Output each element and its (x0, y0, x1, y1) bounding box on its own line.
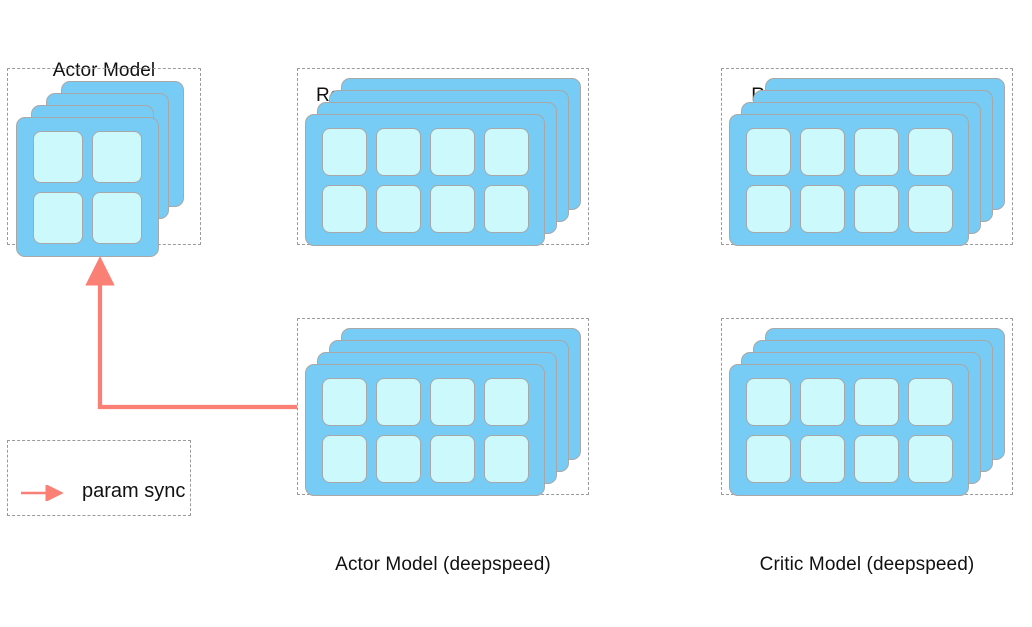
legend-box[interactable]: param sync (7, 440, 191, 516)
card-cell (853, 127, 899, 176)
card-cell (483, 434, 529, 483)
card-layer-1 (16, 117, 159, 257)
card-cell (853, 434, 899, 483)
card-cell (907, 184, 953, 233)
card-cell (429, 127, 475, 176)
card-cell (321, 434, 367, 483)
card-cell (429, 377, 475, 426)
card-cell (907, 377, 953, 426)
legend-arrow-icon (21, 485, 64, 501)
card-cell (375, 184, 421, 233)
card-stack-critic (722, 319, 1012, 496)
card-cell (33, 191, 83, 244)
card-cell (92, 191, 142, 244)
card-cell (745, 184, 791, 233)
card-cell (375, 434, 421, 483)
card-cell (799, 377, 845, 426)
group-title-critic: Critic Model (deepspeed) (721, 502, 1013, 627)
card-cell (853, 377, 899, 426)
group-title-actor-vllm-line1: Actor Model (52, 60, 156, 81)
card-cell (483, 377, 529, 426)
card-layer-1 (729, 364, 969, 496)
card-cell (483, 184, 529, 233)
card-cell (907, 434, 953, 483)
group-box-critic[interactable] (721, 318, 1013, 496)
card-cell (429, 434, 475, 483)
card-stack-actor-deepspeed (298, 319, 588, 496)
card-cell (33, 130, 83, 183)
card-cell (799, 184, 845, 233)
card-cell (799, 127, 845, 176)
param-sync-arrow-path (85, 256, 297, 410)
legend-label: param sync (82, 480, 186, 502)
group-box-actor-vllm[interactable] (7, 68, 201, 257)
card-layer-1 (729, 114, 969, 246)
diagram-canvas: Actor Model (generation, vllm) Reference… (7, 60, 1013, 575)
card-stack-reward (722, 69, 1012, 246)
group-title-actor-deepspeed-line1: Actor Model (deepspeed) (335, 554, 551, 575)
card-cell (799, 434, 845, 483)
group-box-actor-deepspeed[interactable] (297, 318, 589, 496)
card-cell (375, 127, 421, 176)
group-title-critic-line1: Critic Model (deepspeed) (759, 554, 975, 575)
card-cell (853, 184, 899, 233)
group-box-reference[interactable] (297, 68, 589, 246)
card-cell (745, 127, 791, 176)
group-title-actor-deepspeed: Actor Model (deepspeed) (297, 502, 589, 627)
card-cell (375, 377, 421, 426)
card-stack-reference (298, 69, 588, 246)
card-cell (745, 377, 791, 426)
card-cell (92, 130, 142, 183)
card-cell (483, 127, 529, 176)
card-stack-actor-vllm (8, 69, 200, 257)
card-cell (321, 127, 367, 176)
card-cell (429, 184, 475, 233)
card-layer-1 (305, 364, 545, 496)
group-box-reward[interactable] (721, 68, 1013, 246)
card-cell (745, 434, 791, 483)
card-cell (321, 184, 367, 233)
card-layer-1 (305, 114, 545, 246)
card-cell (321, 377, 367, 426)
card-cell (907, 127, 953, 176)
